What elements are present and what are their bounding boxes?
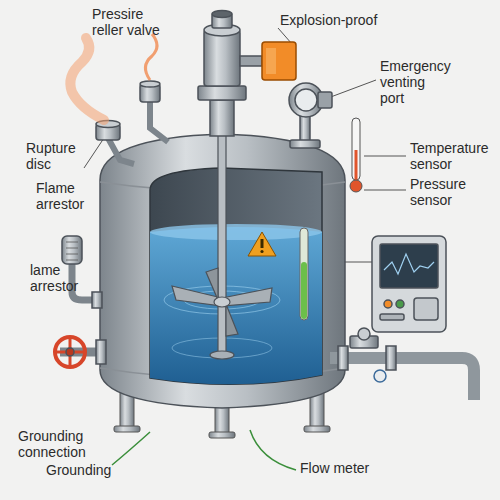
rupture-disc [108,138,134,164]
part-label: Rupture disc [26,140,86,172]
agitator [214,297,230,307]
outlet-pipe [358,328,370,340]
part-label: Pressire reller valve [92,6,176,38]
temperature-sensor [350,118,362,192]
cutaway-interior [150,227,322,384]
level-gauge [301,262,307,319]
explosion-proof-motor [240,56,262,66]
part-label: Grounding [46,462,136,478]
cutaway-interior [150,224,322,240]
support-leg [304,426,330,432]
control-monitor [396,300,404,308]
flame-arrestor [66,248,78,249]
outlet-pipe [330,358,474,400]
outlet-pipe [338,346,348,370]
control-monitor [384,300,392,308]
support-leg [114,426,140,432]
ground-wire [112,432,150,465]
leader-line [84,138,104,168]
warning-sign [248,232,276,256]
leader-line [345,262,372,263]
part-label: lame arrestor [30,262,90,294]
cutaway-interior [150,168,322,384]
leader-line [328,80,376,98]
temperature-sensor [355,150,358,180]
part-label: Explosion-proof [280,12,410,28]
warning-sign [261,239,264,248]
flame-arrestor [92,292,102,308]
agitator [210,351,234,359]
venting-port [290,140,320,148]
rupture-disc [70,38,104,120]
flame-arrestor [66,254,78,255]
part-label: Temperature sensor [410,140,496,172]
drain-valve [66,348,74,356]
flame-arrestor [62,236,102,308]
control-monitor [414,298,438,320]
flame-arrestor [66,260,78,261]
explosion-proof-motor [212,11,232,18]
flame-arrestor [62,236,82,264]
pressure-relief-valve [140,81,160,87]
leader-line [364,156,406,157]
part-label: Emergency venting port [380,58,452,106]
explosion-proof-motor [262,42,296,80]
agitator [218,120,226,355]
flame-arrestor [66,242,78,243]
level-gauge [300,228,308,320]
venting-port [295,89,317,111]
drain-valve [55,337,85,367]
temperature-sensor [352,118,360,180]
warning-sign [260,250,263,253]
control-monitor [372,236,446,332]
part-label: Pressure sensor [410,176,490,208]
part-label: Flow meter [300,460,400,476]
explosion-proof-motor [266,48,276,74]
outlet-pipe [330,328,474,400]
control-monitor [380,314,404,320]
support-leg [209,432,235,438]
level-gauge [300,228,308,320]
venting-port [318,92,332,108]
flame-arrestor [66,242,78,260]
pressure-relief-valve [145,34,157,80]
drain-valve [96,340,106,364]
explosion-proof-motor [204,30,240,86]
warning-sign [248,232,276,256]
outlet-pipe [374,370,386,382]
cutaway-interior [150,168,322,384]
part-label: Grounding connection [18,428,102,460]
agitator [172,120,272,359]
drain-valve [55,337,106,367]
outlet-pipe [386,346,396,370]
venting-port [289,83,332,148]
temperature-sensor [350,180,362,192]
control-monitor [380,244,438,288]
leader-line [364,190,406,191]
explosion-proof-motor [198,86,246,100]
explosion-proof-motor [210,100,234,136]
agitator [206,268,218,300]
explosion-proof-motor [198,11,296,137]
rupture-disc [70,38,134,164]
pressure-relief-valve [150,100,168,142]
ground-wire [250,430,296,470]
pressure-relief-valve [140,34,168,142]
control-monitor [372,236,446,332]
control-monitor [384,254,434,274]
part-label: Flame arrestor [36,180,98,212]
agitator [226,304,238,336]
